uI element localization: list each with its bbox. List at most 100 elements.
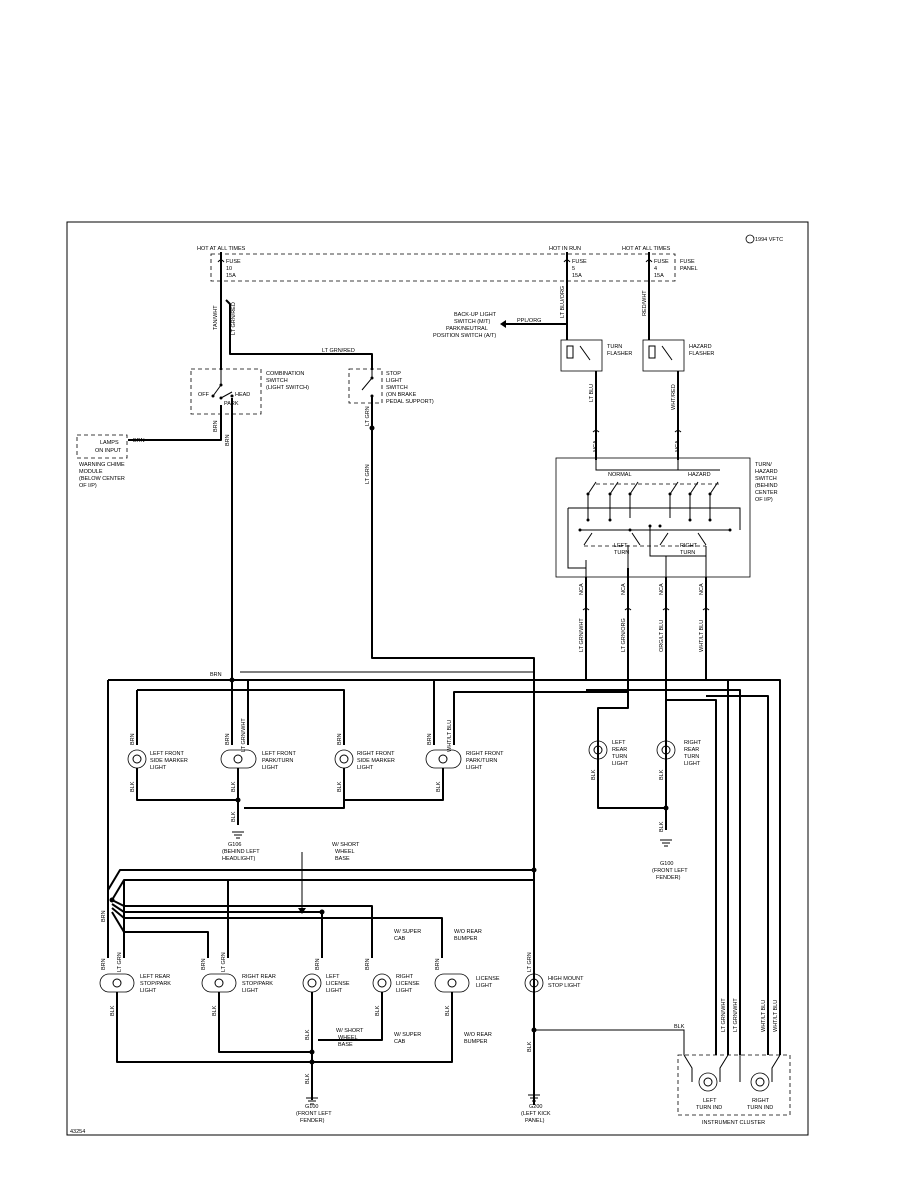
turn-hazard-label-4: (BEHIND	[755, 483, 778, 489]
g200-ground-symbol	[528, 1094, 540, 1102]
right-turn-ind-label-2: TURN IND	[747, 1105, 773, 1111]
g106-label-1: G106	[228, 842, 241, 848]
license-lamp	[434, 973, 470, 993]
short-wb-bottom-label-1: W/ SHORT	[336, 1028, 364, 1034]
r-rear-turn-label-1: RIGHT	[684, 740, 702, 746]
stop-switch-label-5: PEDAL SUPPORT)	[386, 399, 434, 405]
lf-park-turn-lamp	[220, 749, 257, 769]
l-license-lamp	[302, 973, 322, 993]
lf-park-turn-label-2: PARK/TURN	[262, 758, 293, 764]
rf-side-marker-label-1: RIGHT FRONT	[357, 751, 395, 757]
rf-park-turn-label-3: LIGHT	[466, 765, 483, 771]
left-turn-label-1: LEFT	[614, 543, 628, 549]
combo-switch-blade-2	[220, 391, 233, 399]
g200-label-2: (LEFT KICK	[521, 1111, 551, 1117]
wht-lt-blu-label: WHT/LT BLU	[699, 620, 705, 652]
g100-upper-label-2: (FRONT LEFT	[652, 868, 688, 874]
lt-grn-red-label: LT GRN/RED	[231, 302, 237, 335]
hazard-label: HAZARD	[688, 472, 711, 478]
warning-chime-label-2: MODULE	[79, 469, 103, 475]
l-license-label-1: LEFT	[326, 974, 340, 980]
stop-switch-label-3: SWITCH	[386, 385, 408, 391]
rear-ground-junction-2	[309, 1059, 315, 1065]
warning-chime-box	[76, 434, 128, 459]
r-rear-stop-label-1: RIGHT REAR	[242, 974, 276, 980]
rf-side-marker-label-2: SIDE MARKER	[357, 758, 395, 764]
th-upper-contacts	[586, 481, 719, 496]
l-license-label-3: LIGHT	[326, 988, 343, 994]
blk-label-rf-side: BLK	[337, 781, 343, 792]
left-turn-ind-label-2: TURN IND	[696, 1105, 722, 1111]
combo-switch-label-1: COMBINATION	[266, 371, 304, 377]
lt-grn-red-wire	[225, 299, 373, 370]
high-mount-label-2: STOP LIGHT	[548, 983, 581, 989]
fuse-10-label-3: 15A	[226, 273, 236, 279]
th-lower-contacts	[578, 518, 732, 532]
ppl-org-label: PPL/ORG	[517, 318, 541, 324]
l-rear-stop-label-3: LIGHT	[140, 988, 157, 994]
front-ground-junction	[235, 797, 241, 803]
short-wb-bottom-label-3: BASE	[338, 1042, 353, 1048]
nca-label-1: NCA	[593, 440, 599, 452]
lamps-on-input-label-2: ON INPUT	[95, 448, 122, 454]
wht-lt-blu-label-ic-1: WHT/LT BLU	[761, 1000, 767, 1032]
lf-side-marker-label-1: LEFT FRONT	[150, 751, 184, 757]
rear-bumper-bottom-label-2: BUMPER	[464, 1039, 488, 1045]
lt-blu-org-label: LT BLU/ORG	[560, 286, 566, 318]
combo-switch-pivot-1	[219, 383, 223, 387]
fuse-10-label-1: FUSE	[226, 259, 241, 265]
th-right-turn-loop	[649, 526, 707, 557]
right-turn-ind-label-1: RIGHT	[752, 1098, 770, 1104]
brn-to-l-license	[111, 903, 323, 958]
fuse-10-symbol	[217, 259, 225, 263]
hot-in-run-label: HOT IN RUN	[549, 246, 581, 252]
fuse-5-symbol	[563, 259, 571, 263]
left-turn-label-2: TURN	[614, 550, 629, 556]
brn-label-license: BRN	[435, 958, 441, 970]
turn-hazard-label-6: OF I/P)	[755, 497, 773, 503]
blk-label-g200: BLK	[527, 1041, 533, 1052]
brn-label-l-license: BRN	[315, 958, 321, 970]
l-rear-turn-lamp	[588, 740, 608, 760]
fuse-4-symbol	[645, 259, 653, 263]
lf-park-turn-label-1: LEFT FRONT	[262, 751, 296, 757]
r-rear-turn-label-2: REAR	[684, 747, 699, 753]
ppl-org-wire	[504, 312, 568, 325]
lt-grn-stop-wire-2	[371, 428, 535, 1105]
lt-grn-label-1: LT GRN	[365, 406, 371, 426]
fuse-5-label-3: 15A	[572, 273, 582, 279]
blk-label-cluster: BLK	[674, 1024, 685, 1030]
brn-to-license	[111, 907, 443, 958]
rear-bumper-bottom-label-1: W/O REAR	[464, 1032, 492, 1038]
g106-ground-symbol	[232, 831, 244, 839]
lt-grn-red-h-label: LT GRN/RED	[322, 348, 355, 354]
lt-grn-label-r-rear: LT GRN	[221, 952, 227, 972]
backup-switch-label-4: POSITION SWITCH (A/T)	[433, 333, 496, 339]
turn-hazard-label-1: TURN/	[755, 462, 772, 468]
stop-switch-blade	[361, 377, 373, 391]
backup-switch-label-3: PARK/NEUTRAL	[446, 326, 488, 332]
instrument-cluster-box	[677, 1054, 791, 1116]
short-wb-top-label-1: W/ SHORT	[332, 842, 360, 848]
brn-label-l-rear: BRN	[101, 958, 107, 970]
blk-label-r-license: BLK	[375, 1005, 381, 1016]
th-switch-bus	[595, 460, 720, 471]
red-wht-label: RED/WHT	[642, 290, 648, 316]
rear-bumper-top-label-2: BUMPER	[454, 936, 478, 942]
hazard-flasher-label-2: FLASHER	[689, 351, 714, 357]
left-turn-ind-label-1: LEFT	[703, 1098, 717, 1104]
diagram-border	[66, 221, 809, 1136]
fuse-4-label-2: 4	[654, 266, 657, 272]
blk-label-g106: BLK	[231, 811, 237, 822]
rear-bumper-top-label-1: W/O REAR	[454, 929, 482, 935]
g100-upper-label-3: FENDER)	[656, 875, 681, 881]
fuse-4-label-3: 15A	[654, 273, 664, 279]
brn-junction-l-license	[319, 909, 325, 915]
figure-id: 43254	[70, 1129, 85, 1135]
fuse-panel-label-1: FUSE	[680, 259, 695, 265]
brn-label-rf-side: BRN	[337, 733, 343, 745]
right-turn-label-1: RIGHT	[680, 543, 698, 549]
stop-switch-pivot	[370, 376, 374, 380]
r-rear-turn-lamp	[656, 740, 676, 760]
l-rear-stop-lamp	[99, 973, 135, 993]
